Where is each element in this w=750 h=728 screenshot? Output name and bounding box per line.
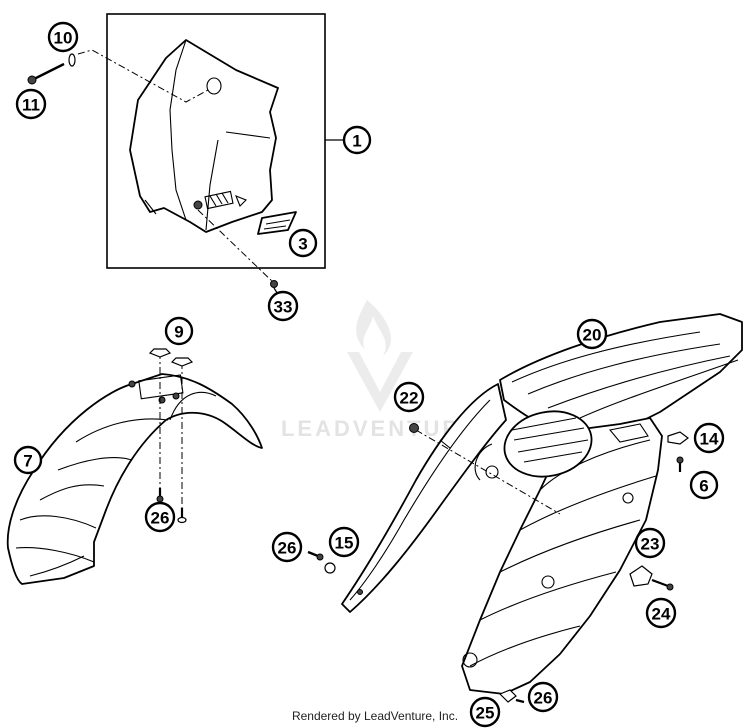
front-fender-hardware: [148, 348, 194, 524]
svg-text:22: 22: [400, 389, 419, 408]
svg-text:7: 7: [23, 452, 32, 471]
svg-text:33: 33: [274, 298, 293, 317]
callout-33[interactable]: 33: [267, 290, 299, 322]
svg-text:6: 6: [699, 477, 708, 496]
callout-22[interactable]: 22: [393, 381, 425, 413]
svg-text:15: 15: [335, 534, 354, 553]
rear-fender-hardware: [307, 423, 689, 704]
callout-24[interactable]: 24: [645, 597, 677, 629]
front-fender: [6, 373, 263, 585]
number-plate-group-frame: [106, 13, 326, 269]
svg-text:26: 26: [534, 689, 553, 708]
front-number-plate: [129, 39, 279, 233]
svg-text:26: 26: [151, 509, 170, 528]
svg-text:24: 24: [652, 605, 671, 624]
svg-text:26: 26: [278, 539, 297, 558]
right-side-panel: [461, 417, 663, 695]
callout-26-side-panel[interactable]: 26: [271, 531, 303, 563]
callout-6[interactable]: 6: [689, 470, 719, 500]
callout-26-rear-bottom[interactable]: 26: [527, 681, 559, 713]
callout-10[interactable]: 10: [47, 21, 79, 53]
decal: [257, 211, 297, 235]
callout-14[interactable]: 14: [693, 422, 725, 454]
callout-23[interactable]: 23: [634, 527, 666, 559]
svg-text:25: 25: [476, 704, 495, 723]
footer-credit: Rendered by LeadVenture, Inc.: [291, 709, 459, 723]
callout-1[interactable]: 1: [342, 125, 372, 155]
svg-text:10: 10: [54, 29, 73, 48]
callout-9[interactable]: 9: [164, 316, 194, 346]
callout-20[interactable]: 20: [576, 318, 608, 350]
svg-text:1: 1: [352, 132, 361, 151]
svg-text:11: 11: [22, 96, 40, 115]
screw-11-and-washer-10: [27, 49, 209, 103]
svg-text:14: 14: [700, 430, 719, 449]
callout-3[interactable]: 3: [288, 228, 318, 258]
callout-25[interactable]: 25: [469, 696, 501, 728]
svg-text:20: 20: [583, 326, 602, 345]
left-side-panel: [341, 383, 507, 613]
svg-text:9: 9: [174, 323, 183, 342]
callout-26-front-fender[interactable]: 26: [144, 501, 176, 533]
svg-text:3: 3: [298, 235, 307, 254]
svg-text:23: 23: [641, 535, 660, 554]
air-filter-opening: [474, 410, 593, 481]
callout-11[interactable]: 11: [15, 88, 47, 120]
callout-15[interactable]: 15: [328, 526, 360, 558]
callout-7[interactable]: 7: [13, 445, 43, 475]
